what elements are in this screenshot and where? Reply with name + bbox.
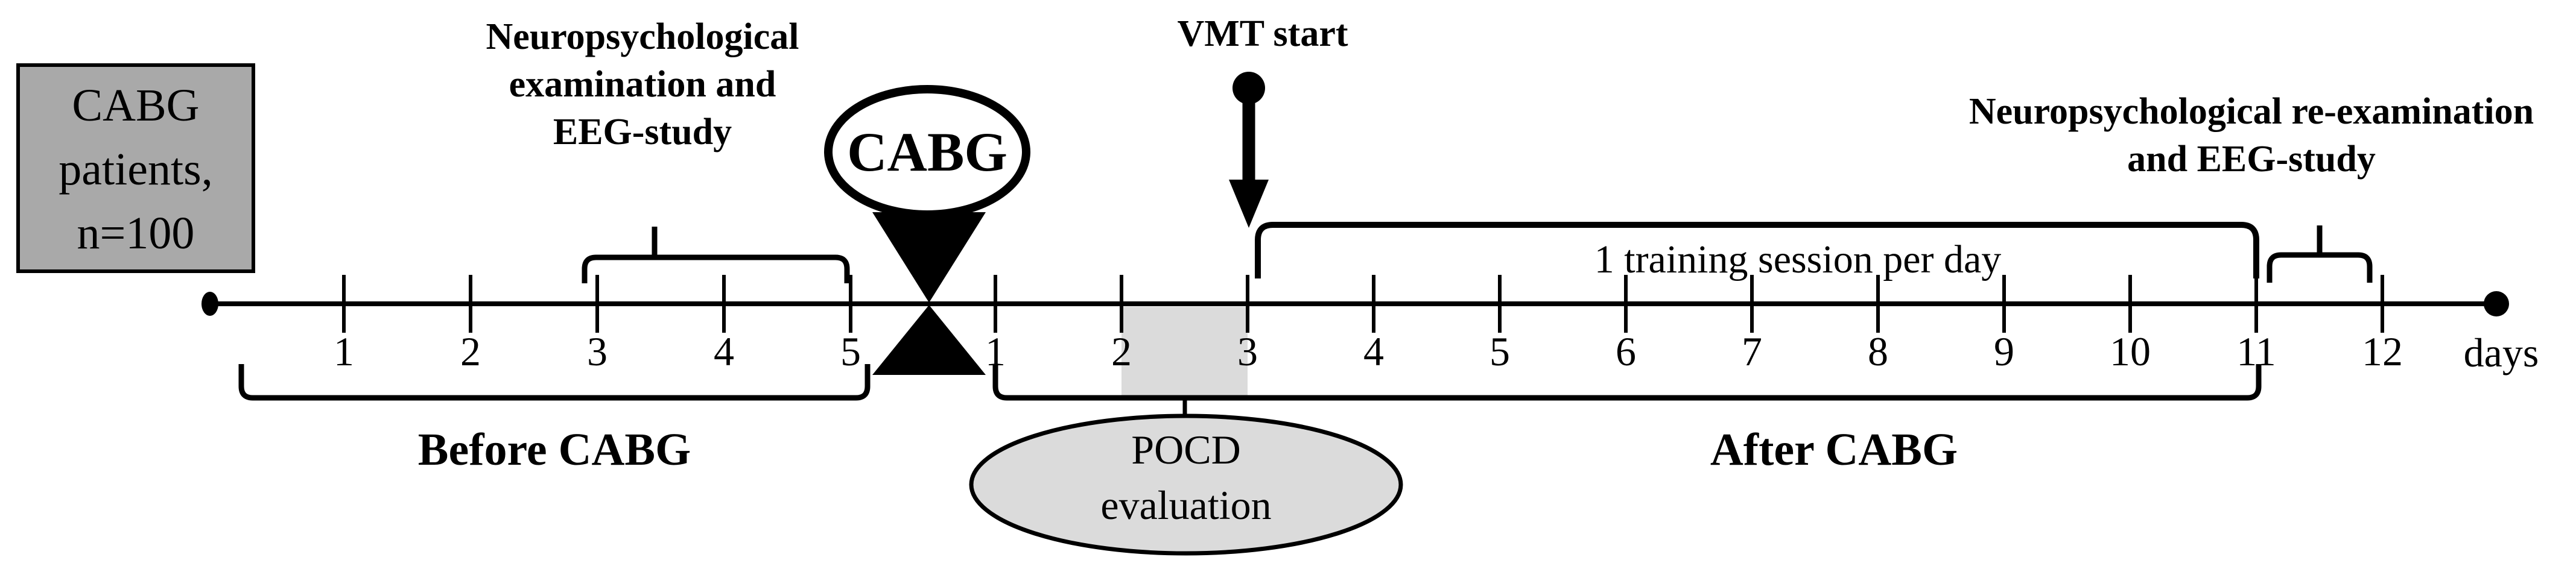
exam-label-line2: examination and (509, 64, 776, 105)
tick-label-after-day-1: 1 (985, 329, 1006, 374)
exam-label-line3: EEG-study (553, 112, 732, 153)
patients-box-label: CABG patients, n=100 (59, 74, 212, 265)
tick-label-after-day-4: 4 (1363, 329, 1384, 374)
patients-box-line3: n=100 (77, 208, 195, 259)
tick-label-before-day-3: 3 (587, 329, 608, 374)
patients-box-line2: patients, (59, 144, 213, 195)
tick-label-after-day-5: 5 (1489, 329, 1510, 374)
vmt-arrow-tip (1229, 180, 1269, 228)
timeline-start-dot (201, 292, 218, 316)
tick-label-after-day-8: 8 (1868, 329, 1888, 374)
reexam-label-line2: and EEG-study (2127, 139, 2376, 180)
pocd-ellipse (969, 413, 1403, 556)
patients-box (16, 63, 255, 273)
cabg-event-ellipse (824, 85, 1030, 219)
tick-label-after-day-9: 9 (1994, 329, 2014, 374)
pocd-shaded-region (1121, 307, 1248, 398)
exam-bracket (582, 254, 850, 283)
pocd-label-line2: evaluation (1100, 482, 1272, 528)
tick-label-after-day-12: 12 (2362, 329, 2403, 374)
pocd-label-line1: POCD (1131, 427, 1241, 473)
tick-label-after-day-11: 11 (2236, 329, 2276, 374)
training-bracket (1255, 222, 2259, 278)
timeline-end-dot (2484, 291, 2509, 316)
patients-box-line1: CABG (72, 80, 200, 131)
cabg-hourglass-upper (872, 212, 986, 303)
pocd-label: POCD evaluation (1100, 422, 1271, 533)
before-cabg-brace (238, 364, 871, 401)
cabg-hourglass-lower (872, 305, 986, 375)
axis-unit-label: days (2463, 330, 2539, 376)
tick-label-after-day-3: 3 (1237, 329, 1258, 374)
exam-label-line1: Neuropsychological (486, 16, 799, 57)
vmt-start-label: VMT start (1177, 13, 1348, 54)
tick-label-after-day-7: 7 (1742, 329, 1762, 374)
tick-label-after-day-10: 10 (2110, 329, 2151, 374)
timeline-ticks (342, 275, 2384, 333)
training-label: 1 training session per day (1594, 237, 2002, 281)
tick-label-after-day-2: 2 (1111, 329, 1132, 374)
before-cabg-label: Before CABG (417, 424, 691, 475)
cabg-event-label: CABG (847, 121, 1007, 183)
tick-label-before-day-2: 2 (460, 329, 481, 374)
reexam-label-line1: Neuropsychological re-examination (1968, 91, 2534, 132)
reexam-label: Neuropsychological re-examination and EE… (1969, 88, 2534, 183)
tick-label-before-day-4: 4 (714, 329, 734, 374)
exam-label: Neuropsychological examination and EEG-s… (486, 13, 799, 156)
tick-label-before-day-1: 1 (334, 329, 354, 374)
reexam-bracket (2267, 252, 2373, 283)
tick-label-after-day-6: 6 (1616, 329, 1636, 374)
after-cabg-brace (992, 364, 2262, 401)
tick-label-before-day-5: 5 (840, 329, 861, 374)
after-cabg-label: After CABG (1710, 424, 1958, 475)
